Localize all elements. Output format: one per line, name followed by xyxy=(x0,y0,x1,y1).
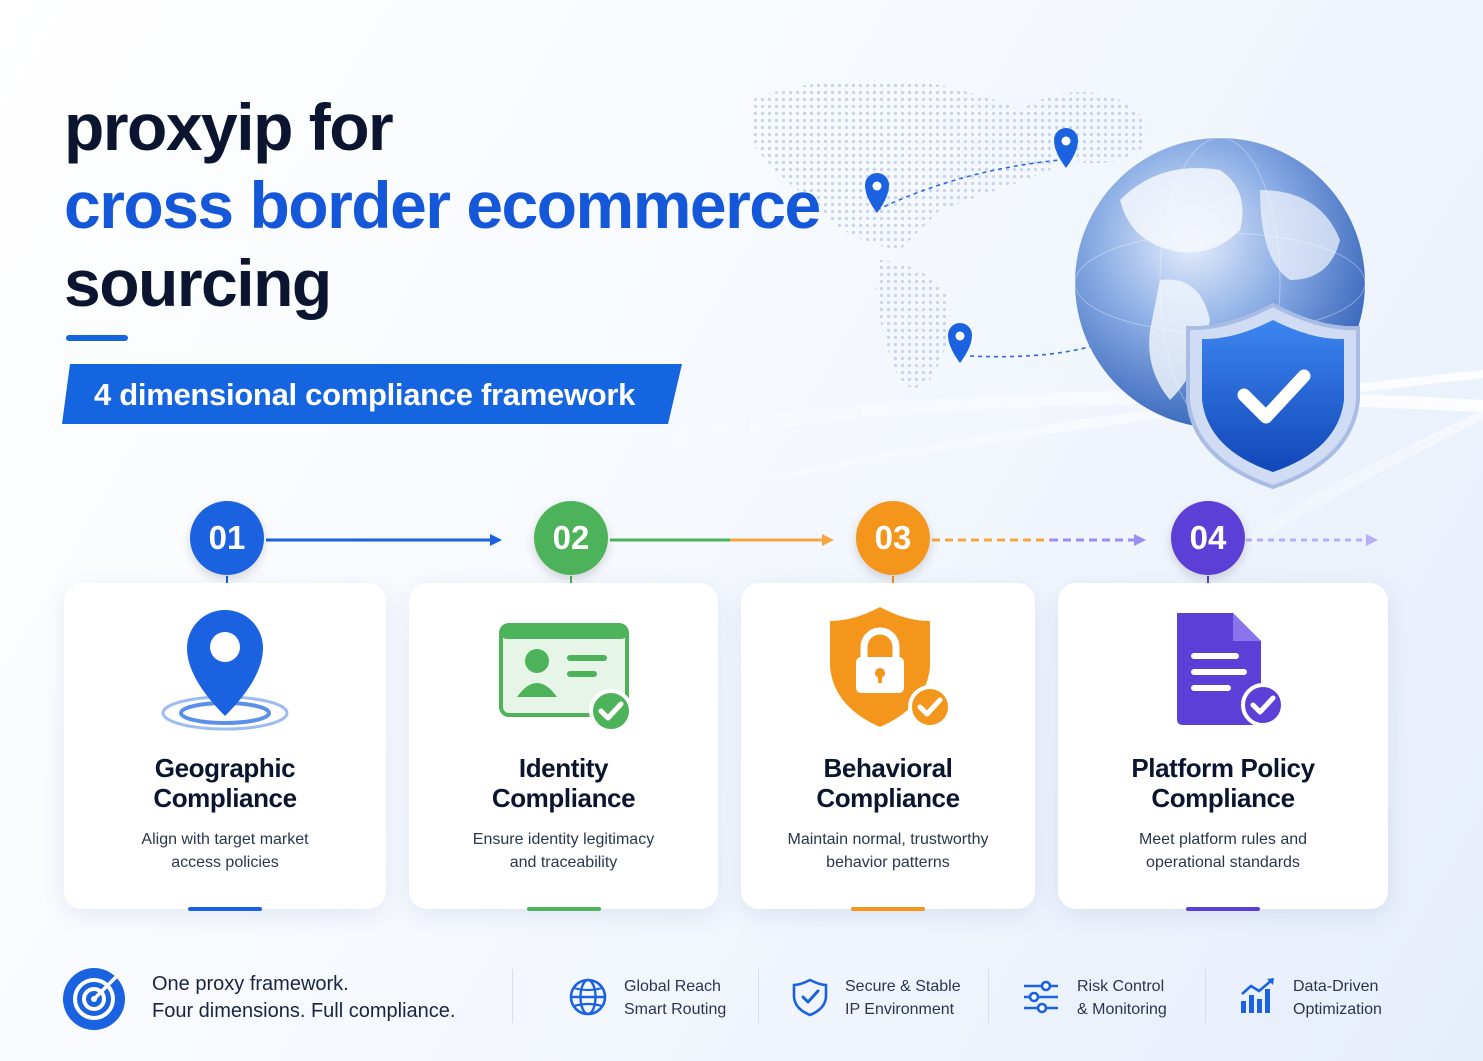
card-desc-line-1: Align with target market xyxy=(141,831,309,848)
card-description: Meet platform rules and operational stan… xyxy=(1078,828,1368,874)
footer-divider xyxy=(758,969,759,1023)
feature-line-1: Global Reach xyxy=(624,978,721,995)
framework-banner: 4 dimensional compliance framework xyxy=(62,364,682,424)
card-title: Geographic Compliance xyxy=(64,753,386,813)
card-identity: Identity Compliance Ensure identity legi… xyxy=(409,583,718,911)
target-icon xyxy=(63,968,125,1030)
footer-tagline: One proxy framework. Four dimensions. Fu… xyxy=(152,971,455,1025)
banner-text: 4 dimensional compliance framework xyxy=(94,377,636,412)
title-line-3: sourcing xyxy=(64,246,332,320)
feature-text: Risk Control & Monitoring xyxy=(1077,975,1167,1021)
card-desc-line-2: behavior patterns xyxy=(826,854,950,871)
card-desc-line-1: Maintain normal, trustworthy xyxy=(787,831,989,848)
card-desc-line-1: Meet platform rules and xyxy=(1138,831,1308,848)
feature-text: Global Reach Smart Routing xyxy=(624,975,726,1021)
location-pin-icon xyxy=(161,610,289,731)
bar-chart-icon xyxy=(1241,978,1274,1013)
card-accent-bar xyxy=(526,907,601,911)
feature-line-1: Secure & Stable xyxy=(845,978,961,995)
globe-icon xyxy=(569,978,607,1016)
sliders-icon xyxy=(1024,980,1058,1014)
feature-line-1: Data-Driven xyxy=(1293,978,1379,995)
title-line-1: proxyip for xyxy=(64,90,394,164)
footer-divider xyxy=(512,969,513,1023)
world-map-dots xyxy=(750,80,1147,388)
shield-check-illustration xyxy=(1186,302,1360,490)
tagline-line-1: One proxy framework. xyxy=(152,973,349,995)
title-line-2: cross border ecommerce xyxy=(64,168,821,242)
card-title-line-2: Compliance xyxy=(153,783,297,813)
card-accent-bar xyxy=(851,907,925,911)
feature-text: Secure & Stable IP Environment xyxy=(845,975,961,1021)
card-behavioral: Behavioral Compliance Maintain normal, t… xyxy=(741,583,1035,911)
card-description: Align with target market access policies xyxy=(84,828,366,874)
card-desc-line-2: operational standards xyxy=(1146,854,1300,871)
shield-check-icon xyxy=(792,978,828,1017)
footer: One proxy framework. Four dimensions. Fu… xyxy=(0,955,1483,1035)
card-geographic: Geographic Compliance Align with target … xyxy=(64,583,386,911)
tagline-line-2: Four dimensions. Full compliance. xyxy=(152,1000,456,1022)
feature-line-2: Optimization xyxy=(1293,1001,1382,1018)
card-title-line-1: Behavioral xyxy=(823,753,953,783)
step-badge-02: 02 xyxy=(534,501,608,575)
card-title-line-1: Platform Policy xyxy=(1131,753,1315,783)
card-title: Platform Policy Compliance xyxy=(1058,753,1388,813)
card-description: Ensure identity legitimacy and traceabil… xyxy=(429,828,698,874)
footer-divider xyxy=(1205,969,1206,1023)
step-badge-03: 03 xyxy=(856,501,930,575)
feature-line-2: Smart Routing xyxy=(624,1001,727,1018)
feature-line-2: & Monitoring xyxy=(1077,1001,1167,1018)
map-pin-icon xyxy=(865,128,1078,363)
footer-divider xyxy=(988,969,989,1023)
card-desc-line-1: Ensure identity legitimacy xyxy=(472,831,655,848)
card-title-line-1: Geographic xyxy=(154,753,296,783)
card-desc-line-2: access policies xyxy=(171,854,279,871)
card-title-line-2: Compliance xyxy=(816,783,960,813)
step-badge-01: 01 xyxy=(190,501,264,575)
timeline: 01 02 03 04 xyxy=(0,496,1483,606)
feature-line-2: IP Environment xyxy=(845,1001,955,1018)
card-platform-policy: Platform Policy Compliance Meet platform… xyxy=(1058,583,1388,911)
feature-text: Data-Driven Optimization xyxy=(1293,975,1382,1021)
feature-line-1: Risk Control xyxy=(1077,978,1165,995)
card-title-line-2: Compliance xyxy=(1151,783,1295,813)
card-description: Maintain normal, trustworthy behavior pa… xyxy=(761,828,1015,874)
card-accent-bar xyxy=(1186,907,1260,911)
step-badge-04: 04 xyxy=(1171,501,1245,575)
page-title: proxyip for cross border ecommerce sourc… xyxy=(64,88,821,322)
card-title-line-1: Identity xyxy=(518,753,609,783)
lock-shield-icon xyxy=(830,607,952,729)
card-accent-bar xyxy=(188,907,262,911)
card-title-line-2: Compliance xyxy=(491,783,636,813)
title-underline xyxy=(66,335,128,341)
card-title: Behavioral Compliance xyxy=(741,753,1035,813)
card-desc-line-2: and traceability xyxy=(509,854,618,871)
id-card-icon xyxy=(498,623,633,733)
card-title: Identity Compliance xyxy=(409,753,718,813)
document-icon xyxy=(1177,613,1285,727)
